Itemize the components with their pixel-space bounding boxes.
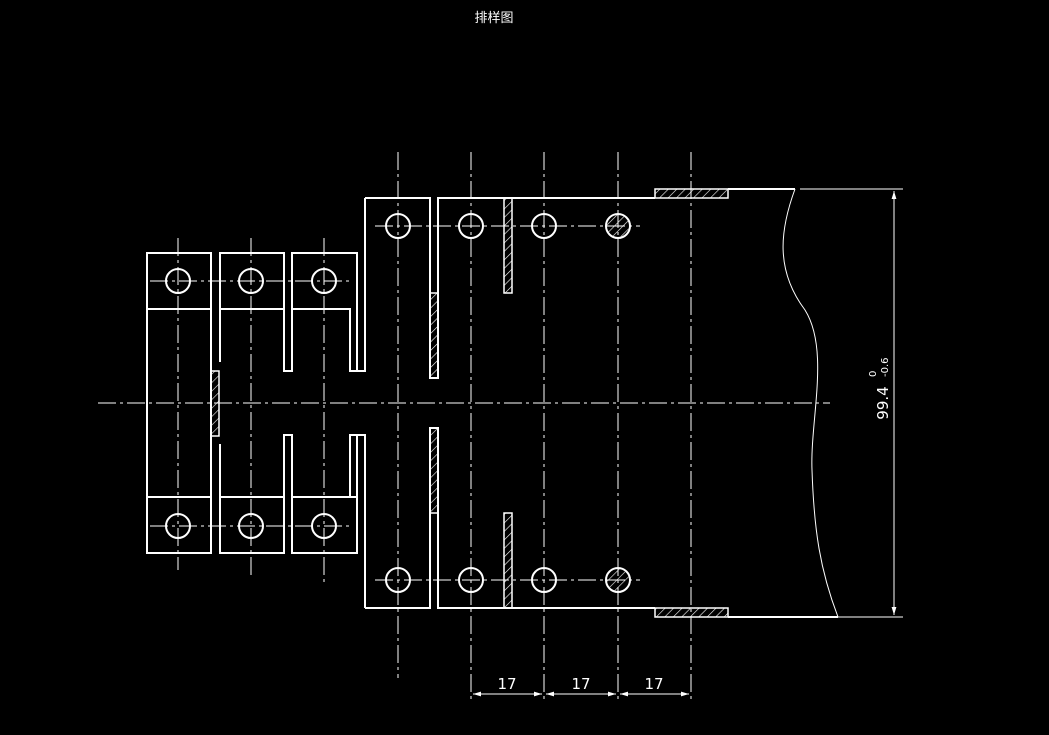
scrap-web-2-bottom: [429, 427, 439, 514]
hole-centerlines: [150, 225, 640, 581]
blank-station-1: [146, 252, 212, 554]
pitch-dim-2: 17: [571, 675, 590, 693]
drawing-title: 排样图: [474, 11, 513, 26]
blank-station-3-bottom: [292, 434, 358, 498]
strip-width-dimension: 99.4 0 -0.6: [800, 188, 903, 618]
strip-width-value: 99.4: [874, 386, 892, 419]
scrap-web-1: [210, 370, 220, 437]
blank-station-2-bottom: [219, 496, 285, 554]
pitch-dim-1: 17: [497, 675, 516, 693]
pitch-dimensions: 17 17 17: [473, 675, 689, 697]
left-blanks: [146, 252, 358, 554]
strip-edges: [654, 188, 838, 618]
strip-width-upper-tol: 0: [868, 371, 879, 377]
strip-width-lower-tol: -0.6: [880, 357, 891, 377]
scrap-web-3-bottom: [503, 512, 513, 609]
scrap-web-3-top: [503, 197, 513, 294]
break-line: [782, 188, 839, 618]
scrap-web-2-top: [429, 292, 439, 379]
pitch-dim-3: 17: [644, 675, 663, 693]
